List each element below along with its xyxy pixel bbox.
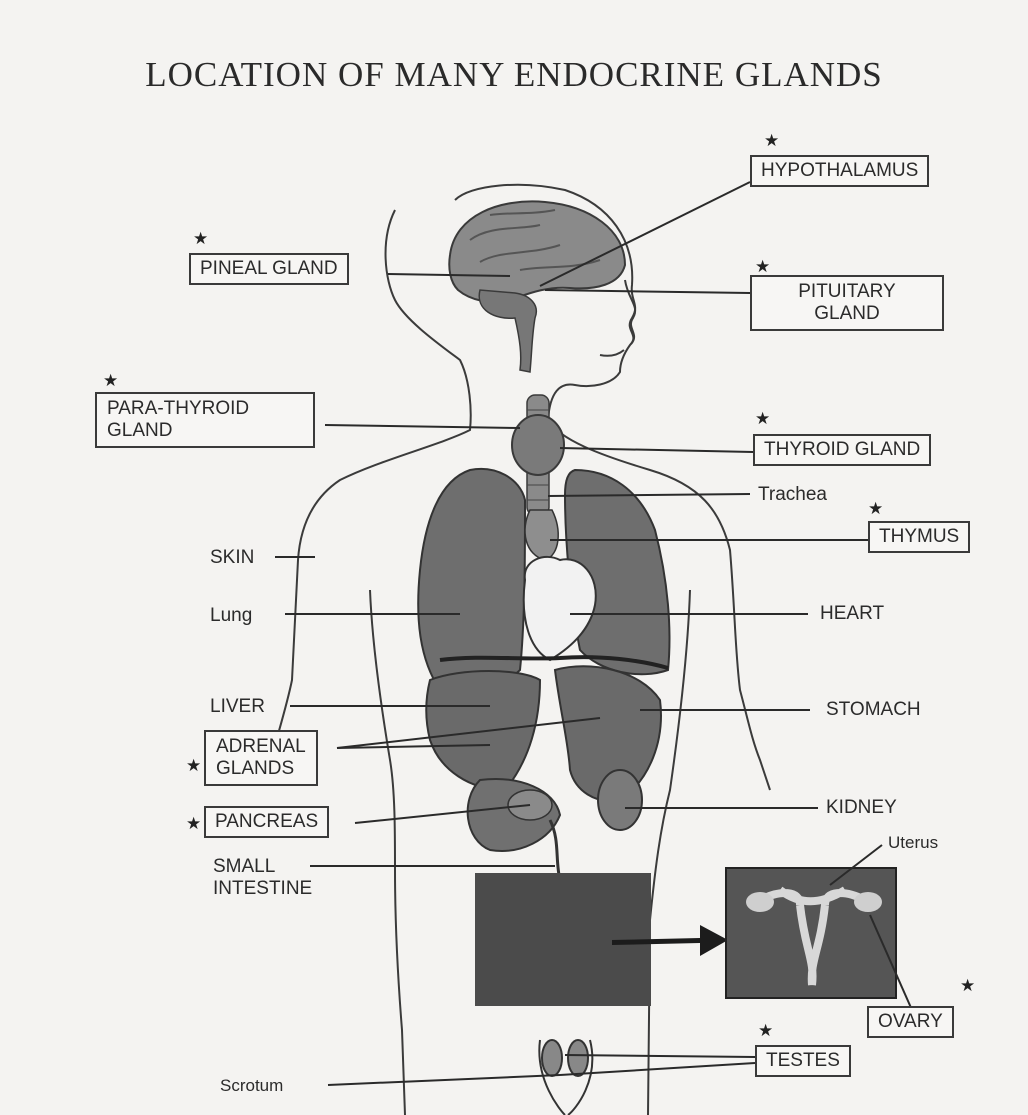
label-parathyroid-gland: PARA-THYROID GLAND bbox=[95, 392, 315, 448]
star-adrenal: ★ bbox=[186, 757, 201, 774]
kidney-organ bbox=[598, 770, 642, 830]
left-lung bbox=[418, 469, 525, 694]
label-ovary: OVARY bbox=[867, 1006, 954, 1038]
label-pineal-gland: PINEAL GLAND bbox=[189, 253, 349, 285]
label-thymus: THYMUS bbox=[868, 521, 970, 553]
star-pineal: ★ bbox=[193, 230, 208, 247]
star-hypothalamus: ★ bbox=[764, 132, 779, 149]
label-adrenal-line2: GLANDS bbox=[216, 758, 306, 780]
star-testes: ★ bbox=[758, 1022, 773, 1039]
label-skin: SKIN bbox=[210, 547, 254, 569]
diagram-title: LOCATION OF MANY ENDOCRINE GLANDS bbox=[0, 55, 1028, 95]
label-thyroid-gland: THYROID GLAND bbox=[753, 434, 931, 466]
label-small-intestine-line1: SMALL bbox=[213, 856, 312, 878]
label-pancreas: PANCREAS bbox=[204, 806, 329, 838]
label-adrenal-glands: ADRENAL GLANDS bbox=[204, 730, 318, 786]
label-lung: Lung bbox=[210, 605, 252, 627]
label-parathyroid-line1: PARA-THYROID bbox=[107, 398, 303, 420]
label-parathyroid-line2: GLAND bbox=[107, 420, 303, 442]
censored-region bbox=[475, 873, 651, 1006]
label-heart: HEART bbox=[820, 603, 884, 625]
label-kidney: KIDNEY bbox=[826, 797, 897, 819]
label-small-intestine: SMALL INTESTINE bbox=[213, 856, 312, 900]
thyroid-organ bbox=[512, 415, 564, 475]
brain bbox=[449, 201, 625, 302]
star-ovary: ★ bbox=[960, 977, 975, 994]
label-uterus: Uterus bbox=[888, 832, 938, 854]
star-pancreas: ★ bbox=[186, 815, 201, 832]
testes-organ bbox=[542, 1040, 562, 1076]
label-liver: LIVER bbox=[210, 696, 265, 718]
label-scrotum: Scrotum bbox=[220, 1075, 283, 1097]
label-testes: TESTES bbox=[755, 1045, 851, 1077]
star-pituitary: ★ bbox=[755, 258, 770, 275]
star-thyroid: ★ bbox=[755, 410, 770, 427]
label-stomach: STOMACH bbox=[826, 699, 921, 721]
label-pituitary-line1: PITUITARY bbox=[762, 281, 932, 303]
label-trachea: Trachea bbox=[758, 484, 827, 506]
label-hypothalamus: HYPOTHALAMUS bbox=[750, 155, 929, 187]
label-small-intestine-line2: INTESTINE bbox=[213, 878, 312, 900]
label-pituitary-gland: PITUITARY GLAND bbox=[750, 275, 944, 331]
star-parathyroid: ★ bbox=[103, 372, 118, 389]
star-thymus: ★ bbox=[868, 500, 883, 517]
label-pituitary-line2: GLAND bbox=[762, 303, 932, 325]
label-adrenal-line1: ADRENAL bbox=[216, 736, 306, 758]
